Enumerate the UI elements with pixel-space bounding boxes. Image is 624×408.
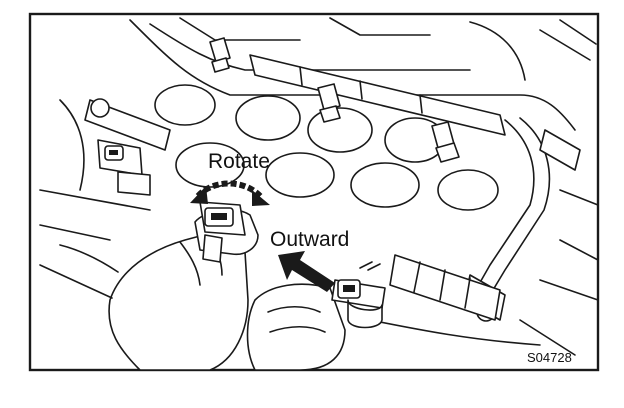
figure-frame	[28, 12, 600, 372]
injector-connector-outward	[331, 261, 386, 329]
outward-label: Outward	[270, 228, 349, 251]
injector-connector-rotated	[199, 201, 246, 263]
intake-manifold	[129, 17, 597, 131]
rotate-arrow	[190, 180, 270, 206]
left-injector-assembly	[39, 98, 171, 241]
hand-right	[246, 283, 346, 371]
outward-arrow	[278, 251, 335, 292]
figure-code: S04728	[527, 350, 572, 365]
intake-ports	[154, 84, 499, 211]
background-injectors	[209, 37, 460, 163]
rotate-label: Rotate	[208, 150, 270, 173]
fuel-delivery-pipe	[249, 54, 506, 136]
lower-hose	[369, 254, 576, 356]
